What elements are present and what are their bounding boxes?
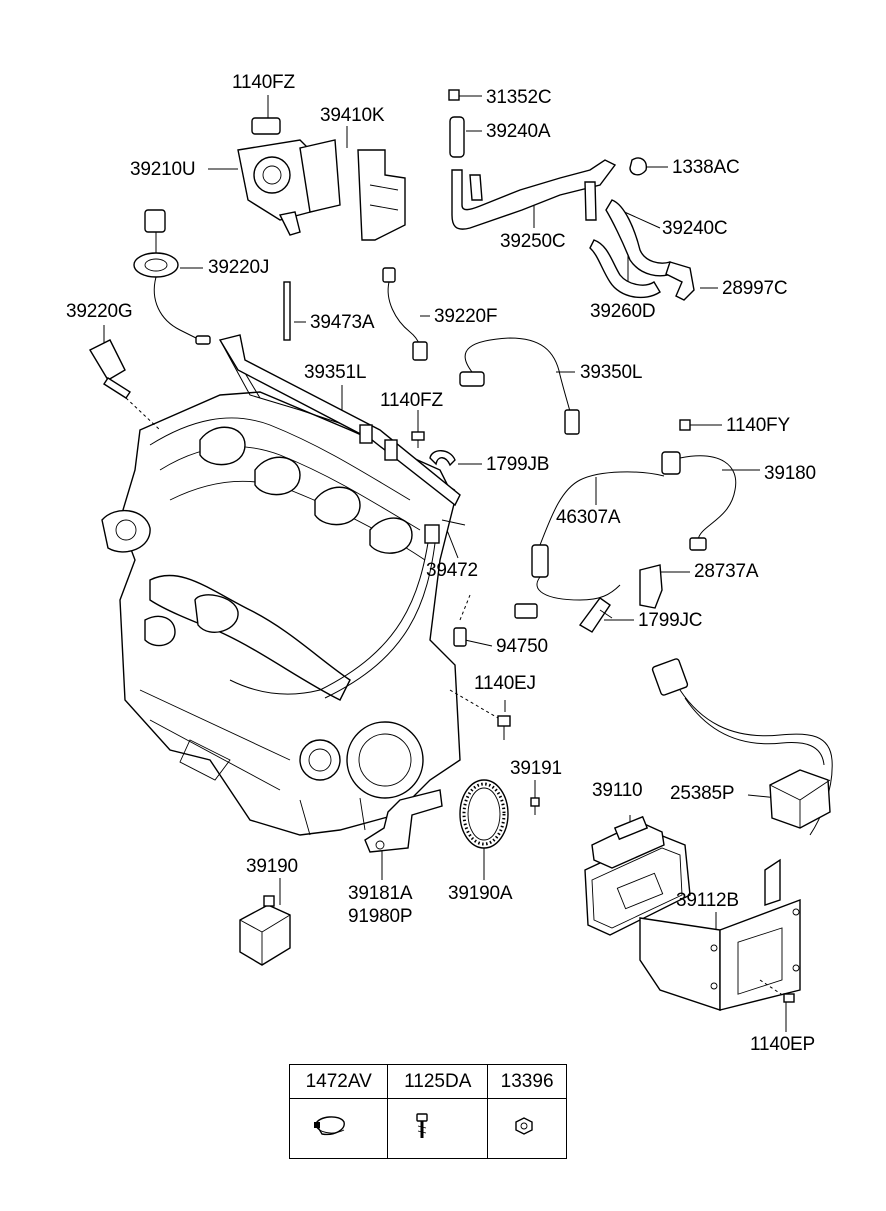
label-28737a: 28737A [694,561,759,582]
table-icon-cell [487,1098,567,1159]
bolt-1140EP [759,979,795,1003]
label-39250c: 39250C [500,231,566,252]
target-wheel-39190A [459,779,509,849]
table-header-cell: 1125DA [387,1064,489,1099]
table-header-cell: 1472AV [288,1064,389,1099]
oxygen-sensor-39350L [459,337,580,435]
sensor-bracket-39181A [364,789,443,853]
oxygen-sensor-39220F [382,267,428,361]
label-25385p: 25385P [670,783,735,804]
label-39181a: 39181A [348,883,413,904]
label-39220j: 39220J [208,257,270,278]
label-1140fz-top: 1140FZ [232,72,295,93]
label-1140fy: 1140FY [726,415,790,436]
relay-39190 [239,895,291,966]
label-39410k: 39410K [320,105,385,126]
oil-pressure-switch-94750 [453,594,471,647]
label-1140ej: 1140EJ [474,673,536,694]
bolt-1140FZ-mid [411,431,425,448]
label-46307a: 46307A [556,507,621,528]
speed-sensor-46307A [514,471,665,619]
label-39210u: 39210U [130,159,196,180]
label-1799jb: 1799JB [486,454,550,475]
label-39180: 39180 [764,463,816,484]
label-39260d: 39260D [590,301,656,322]
label-1140fz-mid: 1140FZ [380,390,443,411]
label-39110: 39110 [592,780,643,801]
table-icon-cell [288,1098,389,1159]
knock-sensor-39220J [133,209,211,345]
label-39240c: 39240C [662,218,728,239]
table-icon-row [288,1098,567,1159]
label-31352c: 31352C [486,87,552,108]
coolant-temp-sensor-39220G [89,339,161,431]
label-39220g: 39220G [66,301,133,322]
label-39191: 39191 [510,758,562,779]
label-1799jc: 1799JC [638,610,703,631]
bolt-39191 [530,797,540,815]
harness-bracket-39351L [218,281,461,507]
bracket-28737A [639,564,663,609]
label-39473a: 39473A [310,312,375,333]
label-39190a: 39190A [448,883,513,904]
cam-sensor-39180 [661,419,737,551]
label-1140ep: 1140EP [750,1034,816,1055]
label-39220f: 39220F [434,306,498,327]
module-25385P [651,658,833,836]
label-39350l: 39350L [580,362,643,383]
engine-block-illustration [101,339,461,836]
label-39240a: 39240A [486,121,551,142]
ecu-bracket-39112B [639,858,801,1011]
clip-1799JB [429,450,456,467]
common-parts-table: 1472AV 1125DA 13396 [288,1064,567,1159]
label-28997c: 28997C [722,278,788,299]
vacuum-hoses [448,89,695,301]
label-39472: 39472 [426,560,478,581]
bolt-1140EJ [449,689,511,740]
label-39190: 39190 [246,856,298,877]
label-1338ac: 1338AC [672,157,740,178]
idle-air-control-valve [237,117,341,236]
dipstick-39472 [424,519,466,544]
label-91980p: 91980P [348,906,413,927]
table-icon-cell [387,1098,489,1159]
label-94750: 94750 [496,636,548,657]
clip-1799JC [578,597,613,633]
table-header-cell: 13396 [487,1064,567,1099]
ecu-module-39110 [584,815,691,936]
label-39351l: 39351L [304,362,367,383]
label-39112b: 39112B [676,890,739,911]
table-header-row: 1472AV 1125DA 13396 [288,1064,567,1099]
valve-bracket [357,149,406,241]
